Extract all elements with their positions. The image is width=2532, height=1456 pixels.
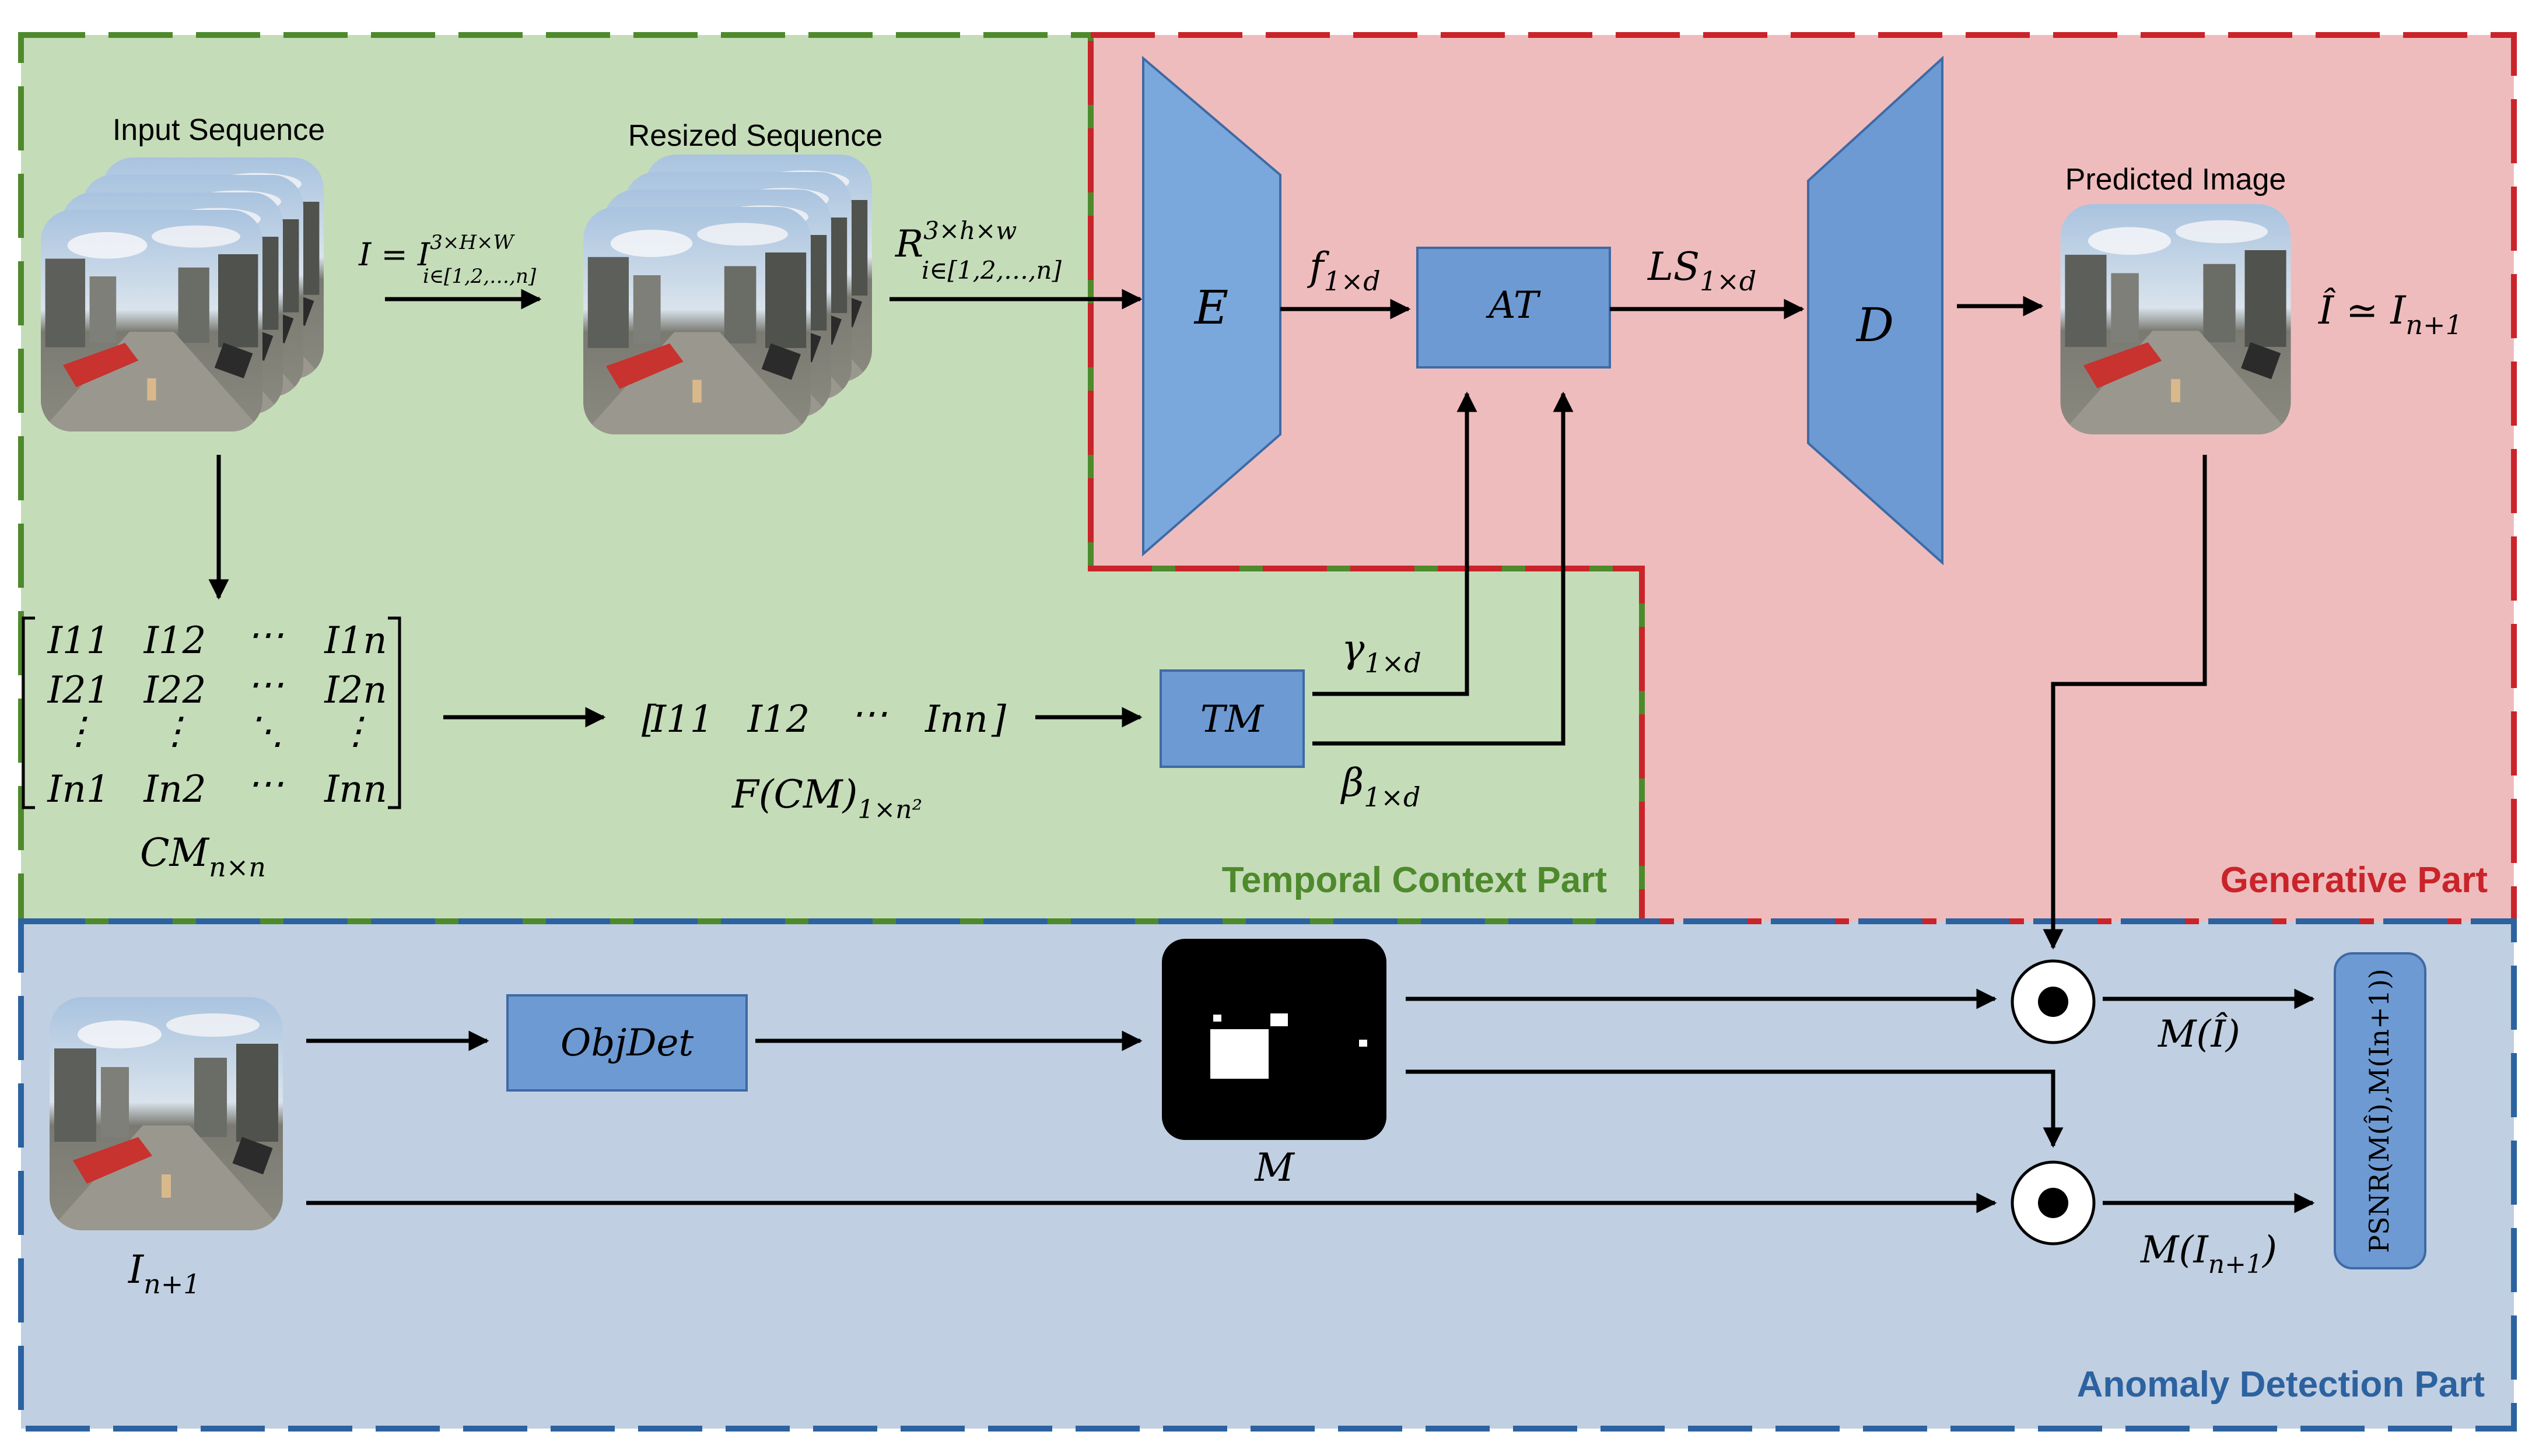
psnr-block [2334,952,2426,1269]
temporal-section-title: Temporal Context Part [1222,860,1607,900]
psnr-label: PSNR(M(Î),M(In+1)) [2363,969,2395,1253]
fcm-label: F(CM)1×n² [731,772,922,825]
predicted-formula: Î ≃ In+1 [2318,288,2463,341]
objdet-block [506,994,748,1092]
vec-2: ⋯ [850,692,888,735]
objdet-label: ObjDet [561,1022,694,1065]
mask-to-multiply2-arrow [1406,1069,2064,1148]
mask-image [1162,939,1386,1140]
cm-r3c0: In1 [47,768,110,811]
m-hat-label: M(Î) [2158,1012,2240,1056]
anomaly-section-border [18,918,2517,1432]
resized-sequence-label: Resized Sequence [628,119,883,153]
cm-r3c3: Inn [324,768,387,811]
input-sequence-frames [41,157,324,431]
multiply-op-2 [2011,1160,2096,1246]
encoder-block [1142,55,1281,557]
flattened-vector: [ I11 I12 ⋯ Inn ] [642,692,1007,741]
cm-r1c2: ⋯ [247,663,284,706]
vec-3: Inn [924,698,988,741]
mask-label: M [1254,1145,1295,1190]
multiply-op-1 [2011,959,2096,1044]
next-frame-label: In+1 [128,1247,201,1300]
cm-r1c3: I2n [324,669,387,712]
cm-r2c0: ⋮ [60,710,97,753]
beta-arrow [1312,391,1574,746]
predicted-image-label: Predicted Image [2065,163,2286,197]
attention-block [1416,247,1611,369]
predicted-to-multiply-arrow [2043,455,2207,950]
cm-r0c3: I1n [324,619,387,662]
beta-label: β1×d [1340,760,1420,813]
cm-r0c0: I11 [47,619,110,662]
svg-text:[: [ [642,698,657,741]
anomaly-section-title: Anomaly Detection Part [2077,1364,2485,1405]
cm-r0c2: ⋯ [247,613,284,657]
cm-matrix: I11 I12 ⋯ I1n I21 I22 ⋯ I2n ⋮ ⋮ ⋱ ⋮ In1 … [22,613,401,811]
gamma-label: γ1×d [1342,626,1421,679]
svg-text:]: ] [991,698,1007,741]
encoder-label: E [1193,280,1228,335]
cm-r2c2: ⋱ [247,710,284,753]
cm-label: CMn×n [140,830,266,883]
cm-r1c0: I21 [47,669,110,712]
resized-sequence-frames [583,155,872,434]
gamma-arrow [1312,391,1477,696]
cm-r2c3: ⋮ [337,710,374,753]
tm-label: TM [1200,698,1265,741]
next-frame-image [50,997,283,1230]
attention-label: AT [1486,284,1541,327]
decoder-block [1807,55,1943,566]
cm-r2c1: ⋮ [156,710,194,753]
predicted-image [2061,204,2291,434]
vec-1: I12 [747,698,810,741]
cm-r1c1: I22 [143,669,206,712]
m-next-label: M(In+1) [2140,1229,2277,1279]
cm-r3c2: ⋯ [247,762,284,805]
generative-section-title: Generative Part [2221,860,2488,900]
cm-r3c1: In2 [143,768,206,811]
tm-block [1160,669,1305,768]
vec-0: I11 [651,698,714,741]
cm-r0c1: I12 [143,619,206,662]
ls-label: LS1×d [1647,244,1756,297]
decoder-label: D [1855,298,1894,352]
input-sequence-label: Input Sequence [113,113,325,147]
